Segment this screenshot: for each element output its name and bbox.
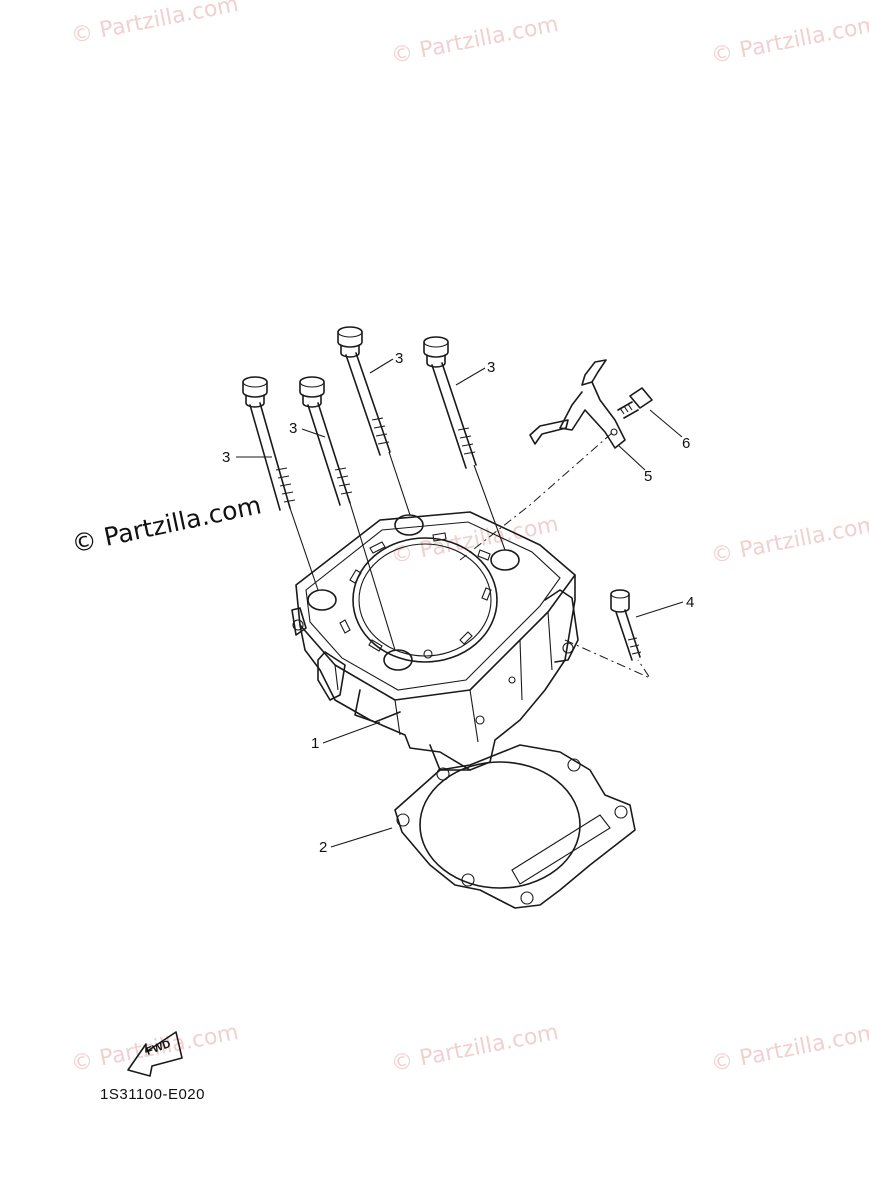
callout-4: 4 [686,594,695,611]
fwd-arrow-icon [127,1031,183,1077]
cylinder-base-gasket [394,744,636,909]
hose-guide-bracket [529,359,626,449]
cylinder-head-bolts [242,326,506,651]
cylinder-bolt [610,589,642,661]
callout-5: 5 [644,468,653,485]
callout-leaders [236,358,684,848]
bracket-bolt [617,387,653,419]
cylinder-block [291,511,579,771]
callout-1: 1 [311,735,320,752]
callout-3: 3 [222,449,231,466]
callout-2: 2 [319,839,328,856]
callout-3: 3 [395,350,404,367]
callout-6: 6 [682,435,691,452]
callout-3: 3 [487,359,496,376]
diagram-code: 1S31100-E020 [100,1086,205,1103]
callout-3: 3 [289,420,298,437]
